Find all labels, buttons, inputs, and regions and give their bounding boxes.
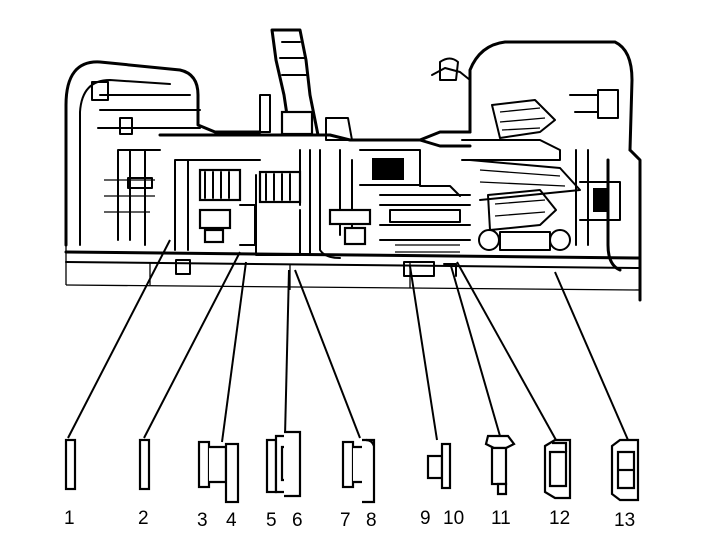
callout-6: 6 bbox=[292, 510, 303, 531]
callout-4: 4 bbox=[226, 510, 237, 531]
part-13-seal-icon bbox=[610, 438, 640, 502]
part-12-seal-icon bbox=[543, 438, 572, 500]
callout-2: 2 bbox=[138, 508, 149, 529]
callout-8: 8 bbox=[366, 510, 377, 531]
part-11-seal-icon bbox=[484, 434, 516, 496]
leader-lines bbox=[67, 239, 629, 443]
part-5-6-seal-icon bbox=[265, 430, 302, 498]
part-3-4-seal-icon bbox=[197, 440, 240, 504]
callout-3: 3 bbox=[197, 510, 208, 531]
callout-9: 9 bbox=[420, 508, 431, 529]
transmission-housing-section bbox=[64, 28, 642, 302]
callout-10: 10 bbox=[443, 508, 465, 529]
callout-7: 7 bbox=[340, 510, 351, 531]
callout-1: 1 bbox=[64, 508, 75, 529]
callout-11: 11 bbox=[491, 508, 511, 529]
callout-13: 13 bbox=[614, 510, 636, 531]
part-1-seal-ring-icon bbox=[64, 438, 77, 491]
part-7-8-seal-icon bbox=[341, 438, 376, 504]
part-9-10-seal-icon bbox=[426, 442, 452, 490]
callout-12: 12 bbox=[549, 508, 571, 529]
callout-5: 5 bbox=[266, 510, 277, 531]
part-2-seal-ring-icon bbox=[138, 438, 151, 491]
